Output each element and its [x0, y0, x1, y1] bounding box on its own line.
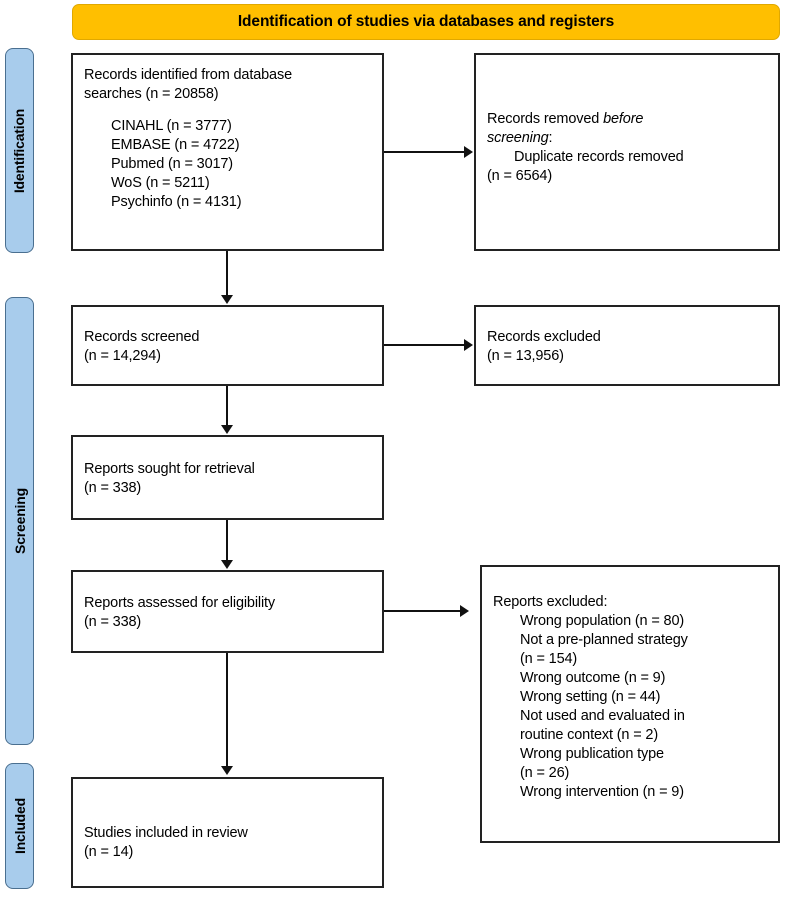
studies-included-label: Studies included in review: [84, 825, 248, 841]
box-studies-included: Studies included in review (n = 14): [71, 777, 384, 888]
exclusion-reason-not-preplanned-count: (n = 154): [520, 651, 578, 667]
records-identified-heading-line2: searches (n = 20858): [84, 86, 219, 102]
arrowhead-sought-to-assessed: [221, 560, 233, 569]
box-records-excluded: Records excluded (n = 13,956): [474, 305, 780, 386]
records-identified-heading-line1: Records identified from database: [84, 67, 292, 83]
stage-label-included: Included: [11, 798, 28, 854]
records-screened-count: (n = 14,294): [84, 348, 161, 364]
stage-bar-identification: Identification: [5, 48, 34, 253]
box-records-removed: Records removed before screening: Duplic…: [474, 53, 780, 251]
records-screened-label: Records screened: [84, 329, 200, 345]
exclusion-reason-wrong-pubtype-count: (n = 26): [520, 765, 570, 781]
exclusion-reason-wrong-population: Wrong population (n = 80): [520, 613, 685, 629]
reports-sought-count: (n = 338): [84, 480, 142, 496]
exclusion-reason-not-routine: Not used and evaluated in: [520, 708, 685, 724]
box-reports-excluded: Reports excluded: Wrong population (n = …: [480, 565, 780, 843]
records-removed-line1-plain: Records removed: [487, 111, 604, 127]
reports-excluded-heading: Reports excluded:: [493, 594, 608, 610]
source-wos: WoS (n = 5211): [111, 175, 210, 191]
exclusion-reason-wrong-intervention: Wrong intervention (n = 9): [520, 784, 684, 800]
records-removed-line2: screening:: [487, 129, 770, 148]
box-records-screened: Records screened (n = 14,294): [71, 305, 384, 386]
arrowhead-screened-to-sought: [221, 425, 233, 434]
records-removed-line2-colon: :: [548, 130, 553, 146]
connector-sought-to-assessed: [226, 520, 228, 561]
arrowhead-assessed-to-excluded: [460, 605, 469, 617]
reports-sought-label: Reports sought for retrieval: [84, 461, 255, 477]
exclusion-reason-wrong-outcome: Wrong outcome (n = 9): [520, 670, 666, 686]
records-removed-line1: Records removed before: [487, 110, 770, 129]
studies-included-count: (n = 14): [84, 844, 134, 860]
arrowhead-assessed-to-included: [221, 766, 233, 775]
box-records-identified: Records identified from database searche…: [71, 53, 384, 251]
diagram-title: Identification of studies via databases …: [237, 13, 615, 30]
arrowhead-identified-to-removed: [464, 146, 473, 158]
box-reports-assessed: Reports assessed for eligibility (n = 33…: [71, 570, 384, 653]
source-cinahl: CINAHL (n = 3777): [111, 118, 232, 134]
stage-label-identification: Identification: [11, 108, 28, 193]
stage-bar-screening: Screening: [5, 297, 34, 745]
exclusion-reason-not-preplanned: Not a pre-planned strategy: [520, 632, 688, 648]
records-removed-detail-count: (n = 6564): [487, 168, 553, 184]
connector-identified-to-removed: [384, 151, 464, 153]
arrowhead-identified-to-screened: [221, 295, 233, 304]
stage-label-screening: Screening: [11, 488, 28, 554]
source-psychinfo: Psychinfo (n = 4131): [111, 194, 242, 210]
reports-assessed-label: Reports assessed for eligibility: [84, 595, 276, 611]
exclusion-reason-wrong-pubtype: Wrong publication type: [520, 746, 664, 762]
records-removed-detail: Duplicate records removed: [514, 149, 684, 165]
stage-bar-included: Included: [5, 763, 34, 889]
records-excluded-count: (n = 13,956): [487, 348, 564, 364]
records-removed-line1-italic: before: [603, 111, 644, 127]
source-embase: EMBASE (n = 4722): [111, 137, 240, 153]
connector-screened-to-sought: [226, 386, 228, 426]
box-reports-sought: Reports sought for retrieval (n = 338): [71, 435, 384, 520]
exclusion-reason-wrong-setting: Wrong setting (n = 44): [520, 689, 661, 705]
arrowhead-screened-to-excluded: [464, 339, 473, 351]
records-removed-line2-italic: screening: [487, 130, 549, 146]
connector-screened-to-excluded: [384, 344, 464, 346]
reports-assessed-count: (n = 338): [84, 614, 142, 630]
connector-identified-to-screened: [226, 251, 228, 296]
diagram-header-banner: Identification of studies via databases …: [72, 4, 780, 40]
records-excluded-label: Records excluded: [487, 329, 601, 345]
source-pubmed: Pubmed (n = 3017): [111, 156, 233, 172]
connector-assessed-to-excluded: [384, 610, 460, 612]
connector-assessed-to-included: [226, 653, 228, 767]
spacer: [84, 104, 374, 117]
exclusion-reason-not-routine-cont: routine context (n = 2): [520, 727, 659, 743]
